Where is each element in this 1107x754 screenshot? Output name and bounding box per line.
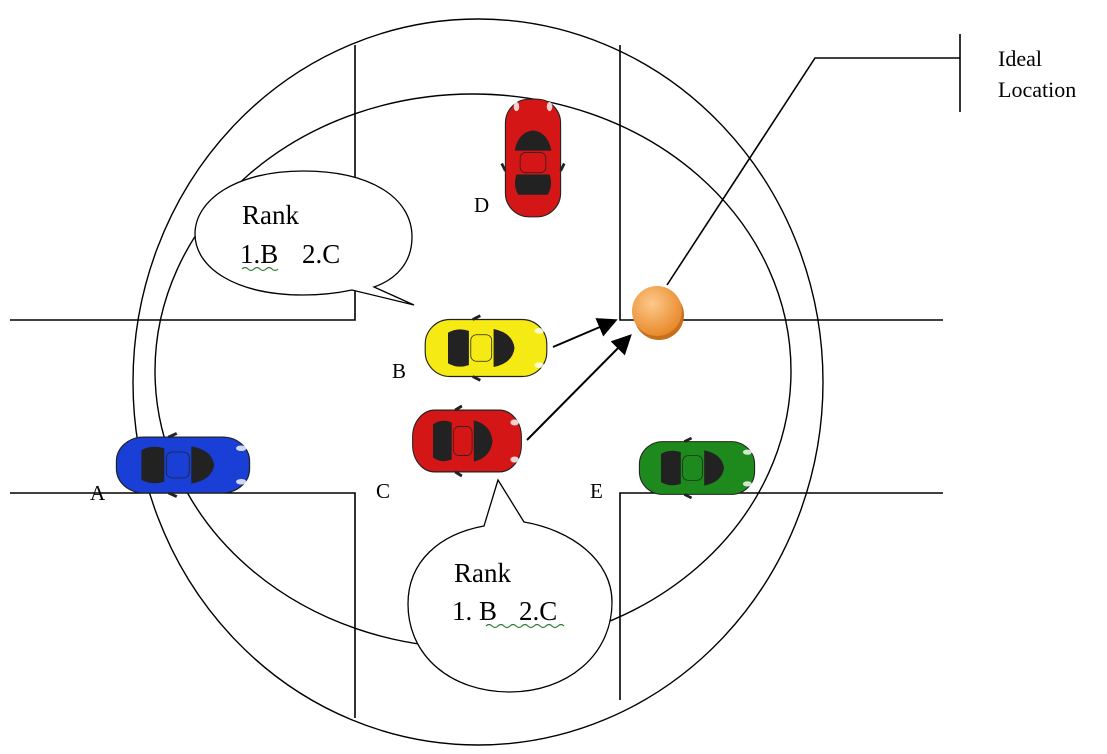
car-d	[500, 97, 566, 219]
car-label-a: A	[90, 481, 106, 505]
road-lower-right	[619, 492, 943, 700]
ideal-label-line1: Ideal	[998, 46, 1042, 71]
car-icon	[638, 436, 756, 500]
arrow-c-to-ideal	[526, 334, 632, 441]
car-e	[638, 436, 756, 500]
road-lower-left	[10, 492, 356, 718]
bubble-bottom-rank-1: 1. B	[452, 596, 497, 626]
car-label-b: B	[392, 359, 406, 383]
car-icon	[114, 431, 252, 499]
ideal-location-dot	[632, 286, 684, 340]
car-c	[411, 404, 523, 478]
rank-bubble-top: Rank 1.B 2.C	[194, 170, 415, 306]
ideal-location-callout: Ideal Location	[666, 34, 1076, 286]
rank-bubble-bottom: Rank 1. B 2.C	[407, 478, 613, 693]
outer-range-circle	[132, 18, 824, 746]
bubble-bottom-rank-2: 2.C	[519, 596, 557, 626]
spellcheck-underline	[241, 266, 279, 272]
car-icon	[500, 97, 566, 219]
ideal-location-marker	[632, 286, 682, 336]
bubble-top-title: Rank	[242, 200, 299, 230]
spellcheck-underline	[485, 623, 565, 629]
car-icon	[423, 314, 549, 382]
car-label-e: E	[590, 479, 603, 503]
arrow-b-to-ideal	[552, 318, 618, 348]
car-icon	[411, 404, 523, 478]
car-a	[114, 431, 252, 499]
car-b	[423, 314, 549, 382]
road-upper-left	[10, 45, 356, 321]
road-lines	[10, 45, 943, 718]
road-upper-right	[619, 45, 943, 321]
callout-leader-line	[666, 57, 960, 286]
ideal-label-line2: Location	[998, 77, 1076, 102]
bubble-bottom-title: Rank	[454, 558, 511, 588]
bubble-top-rank-1: 1.B	[240, 239, 278, 269]
car-label-d: D	[474, 193, 489, 217]
bubble-top-rank-2: 2.C	[302, 239, 340, 269]
car-label-c: C	[376, 479, 390, 503]
